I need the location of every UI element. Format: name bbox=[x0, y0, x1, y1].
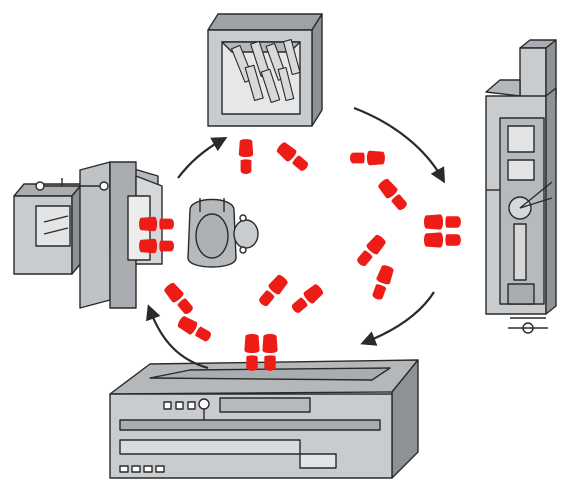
milling-machine bbox=[110, 360, 418, 478]
footprint bbox=[354, 233, 387, 269]
operator-top-view bbox=[188, 198, 258, 267]
drilling-machine bbox=[14, 162, 162, 308]
footprint bbox=[176, 314, 213, 344]
footprint bbox=[424, 214, 461, 229]
arrow-bench-to-drill bbox=[150, 310, 208, 368]
arrow-lathe-to-bench bbox=[366, 292, 434, 342]
footprint bbox=[424, 232, 461, 247]
footprint bbox=[350, 151, 385, 165]
footprint-trail bbox=[139, 139, 461, 371]
footprint bbox=[370, 264, 395, 302]
footprint bbox=[244, 334, 259, 371]
lathe-machine bbox=[486, 40, 556, 333]
footprint bbox=[289, 282, 325, 315]
arrow-drill-to-rack bbox=[178, 140, 222, 178]
footprint bbox=[256, 273, 289, 309]
footprint bbox=[262, 334, 277, 371]
storage-rack-machine bbox=[208, 14, 322, 126]
footprint bbox=[162, 281, 195, 317]
footprint bbox=[239, 139, 253, 174]
arrow-rack-to-lathe bbox=[354, 108, 442, 178]
footprint bbox=[376, 177, 409, 213]
footprint bbox=[275, 140, 311, 173]
